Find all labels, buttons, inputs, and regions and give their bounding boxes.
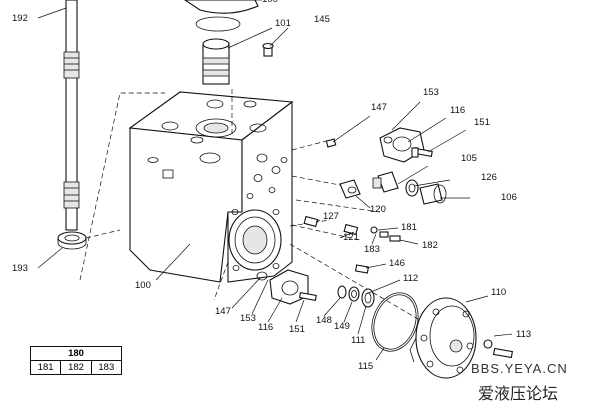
label-193: 193 xyxy=(12,263,28,274)
plug-106 xyxy=(419,183,447,205)
label-100: 100 xyxy=(135,280,151,291)
bolt-151-top xyxy=(411,147,433,158)
label-116-top: 116 xyxy=(450,105,466,116)
label-145: 145 xyxy=(314,14,330,25)
label-101: 101 xyxy=(275,18,291,29)
label-100-top: 100 xyxy=(262,0,278,5)
label-126: 126 xyxy=(481,172,497,183)
pin-147-top xyxy=(325,138,337,148)
label-153-bottom: 153 xyxy=(240,313,256,324)
table-row: 181 182 183 xyxy=(31,361,121,374)
table-cell: 181 xyxy=(31,361,62,374)
parts-group-table: 180 181 182 183 xyxy=(30,346,122,375)
leader-lines xyxy=(37,0,513,361)
fitting-121 xyxy=(343,223,359,236)
label-112: 112 xyxy=(403,273,419,284)
label-115: 115 xyxy=(358,361,374,372)
label-151-top: 151 xyxy=(474,117,490,128)
label-111: 111 xyxy=(351,335,366,346)
fitting-105 xyxy=(372,171,399,193)
table-cell: 183 xyxy=(98,362,115,373)
label-146: 146 xyxy=(389,258,405,269)
nut-120 xyxy=(339,179,361,199)
label-113: 113 xyxy=(516,329,532,340)
o-ring-115 xyxy=(371,292,419,352)
label-192: 192 xyxy=(12,13,28,24)
plug-145 xyxy=(262,42,274,57)
label-149: 149 xyxy=(334,321,350,332)
fitting-127 xyxy=(303,215,319,228)
table-header: 180 xyxy=(31,347,121,361)
orifice-group-180 xyxy=(370,226,401,242)
watermark-text: 爱液压论坛 xyxy=(478,384,559,403)
label-183: 183 xyxy=(364,244,380,255)
washer-193 xyxy=(57,231,87,250)
label-105: 105 xyxy=(461,153,477,164)
seal-148 xyxy=(337,285,347,299)
label-182: 182 xyxy=(422,240,438,251)
watermark-url: BBS.YEYA.CN xyxy=(471,361,568,376)
housing-block xyxy=(128,91,294,283)
spindle-192 xyxy=(63,0,80,231)
label-148: 148 xyxy=(316,315,332,326)
label-116-bottom: 116 xyxy=(258,322,274,333)
cover-110 xyxy=(409,297,477,379)
label-153-top: 153 xyxy=(423,87,439,98)
table-cell: 182 xyxy=(61,361,92,374)
label-110: 110 xyxy=(491,287,507,298)
top-part-100 xyxy=(184,0,259,32)
label-121: 121 xyxy=(343,232,359,243)
label-181: 181 xyxy=(401,222,417,233)
label-147-bottom: 147 xyxy=(215,306,231,317)
bolt-151-bottom xyxy=(298,292,317,301)
seal-149 xyxy=(348,286,360,302)
plug-126 xyxy=(405,179,419,197)
pin-146 xyxy=(354,264,370,274)
flange-116-bottom xyxy=(256,269,309,305)
bushing-101 xyxy=(202,38,230,85)
label-127: 127 xyxy=(323,211,339,222)
label-120: 120 xyxy=(370,204,386,215)
label-151-bottom: 151 xyxy=(289,324,305,335)
bolt-113 xyxy=(483,339,514,359)
label-147-top: 147 xyxy=(371,102,387,113)
label-106: 106 xyxy=(501,192,517,203)
